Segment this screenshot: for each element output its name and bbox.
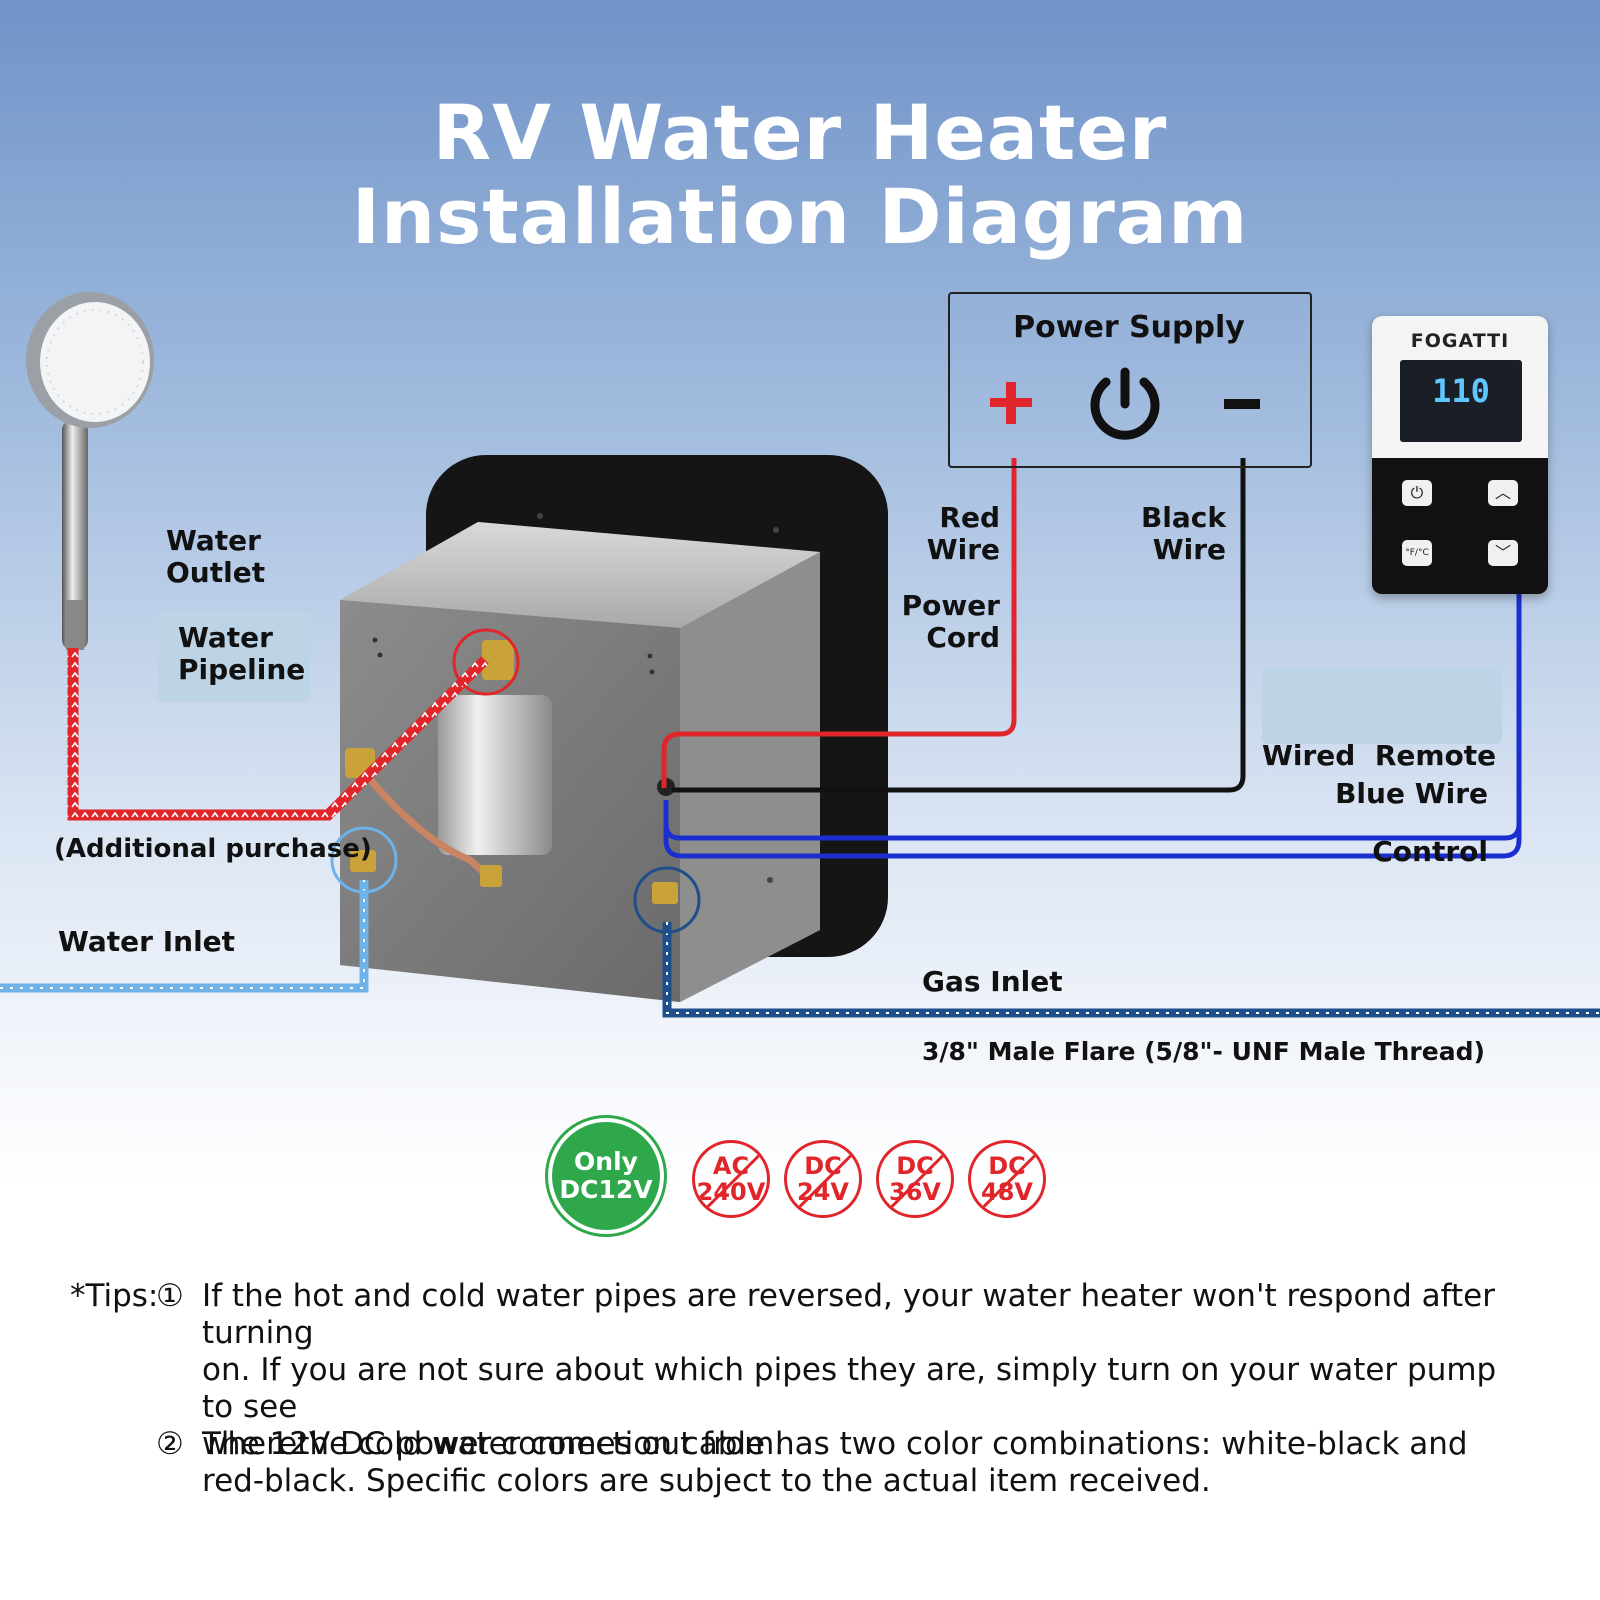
power-supply-title: Power Supply — [1013, 310, 1245, 345]
power-cord-label: Power Cord — [901, 589, 1000, 654]
cold-inlet-ring — [330, 826, 398, 894]
black-wire-label: Black Wire — [1140, 501, 1226, 566]
tips-prefix: *Tips: — [70, 1278, 159, 1314]
installation-diagram — [0, 292, 1600, 1018]
plus-terminal-icon — [990, 382, 1032, 424]
wired-remote-tag — [1262, 668, 1502, 744]
tip-2-text: The 12V DC power connection cable has tw… — [202, 1426, 1468, 1499]
remote-display-value: 110 — [1432, 372, 1490, 410]
additional-purchase-label: (Additional purchase) — [54, 834, 372, 864]
gas-pipe — [662, 922, 1600, 1018]
gas-inlet-label: Gas Inlet — [922, 965, 1063, 998]
blue-wire-label: Blue Wire — [1335, 777, 1488, 810]
title-line-2: Installation Diagram — [351, 172, 1249, 261]
red-wire-label: Red Wire — [926, 501, 1000, 566]
wired-remote-label: Wired Remote Control — [1262, 739, 1497, 868]
water-heater-unit — [340, 513, 820, 1002]
dc12v-ok-badge: Only DC12V — [552, 1122, 660, 1230]
minus-terminal-icon — [1224, 399, 1260, 409]
water-outlet-label: Water Outlet — [166, 524, 266, 589]
remote-display — [1400, 360, 1522, 442]
red-wire — [661, 458, 1017, 788]
wired-remote-control: FOGATTI 110 ⏻ ︿ °F/°C ﹀ — [1372, 316, 1548, 594]
tip-1-number: ① — [156, 1278, 184, 1314]
title-line-1: RV Water Heater — [432, 88, 1168, 177]
blue-wire-2 — [663, 594, 1522, 859]
gas-inlet-ring — [633, 866, 701, 934]
cold-water-pipe — [0, 880, 369, 993]
remote-power-button[interactable]: ⏻ — [1402, 480, 1432, 506]
remote-up-button[interactable]: ︿ — [1488, 480, 1518, 506]
black-wire — [672, 458, 1246, 793]
hot-water-pipe — [67, 648, 489, 821]
no-dc24v-badge: DC 24V — [784, 1140, 862, 1218]
gas-spec-label: 3/8" Male Flare (5/8"- UNF Male Thread) — [922, 1037, 1485, 1066]
hot-outlet-ring — [452, 628, 520, 696]
water-inlet-label: Water Inlet — [58, 925, 236, 958]
no-dc36v-badge: DC 36V — [876, 1140, 954, 1218]
remote-unit-button[interactable]: °F/°C — [1402, 540, 1432, 566]
water-pipeline-label: Water Pipeline — [178, 621, 306, 686]
power-icon — [1090, 367, 1160, 440]
water-pipeline-tag — [158, 610, 310, 702]
remote-down-button[interactable]: ﹀ — [1488, 540, 1518, 566]
no-dc48v-badge: DC 48V — [968, 1140, 1046, 1218]
power-supply-box — [948, 292, 1312, 468]
tip-2-number: ② — [156, 1426, 184, 1462]
remote-brand: FOGATTI — [1410, 330, 1510, 352]
tip-1-text: If the hot and cold water pipes are reve… — [202, 1278, 1497, 1462]
shower-head — [26, 292, 154, 650]
no-ac240v-badge: AC 240V — [692, 1140, 770, 1218]
